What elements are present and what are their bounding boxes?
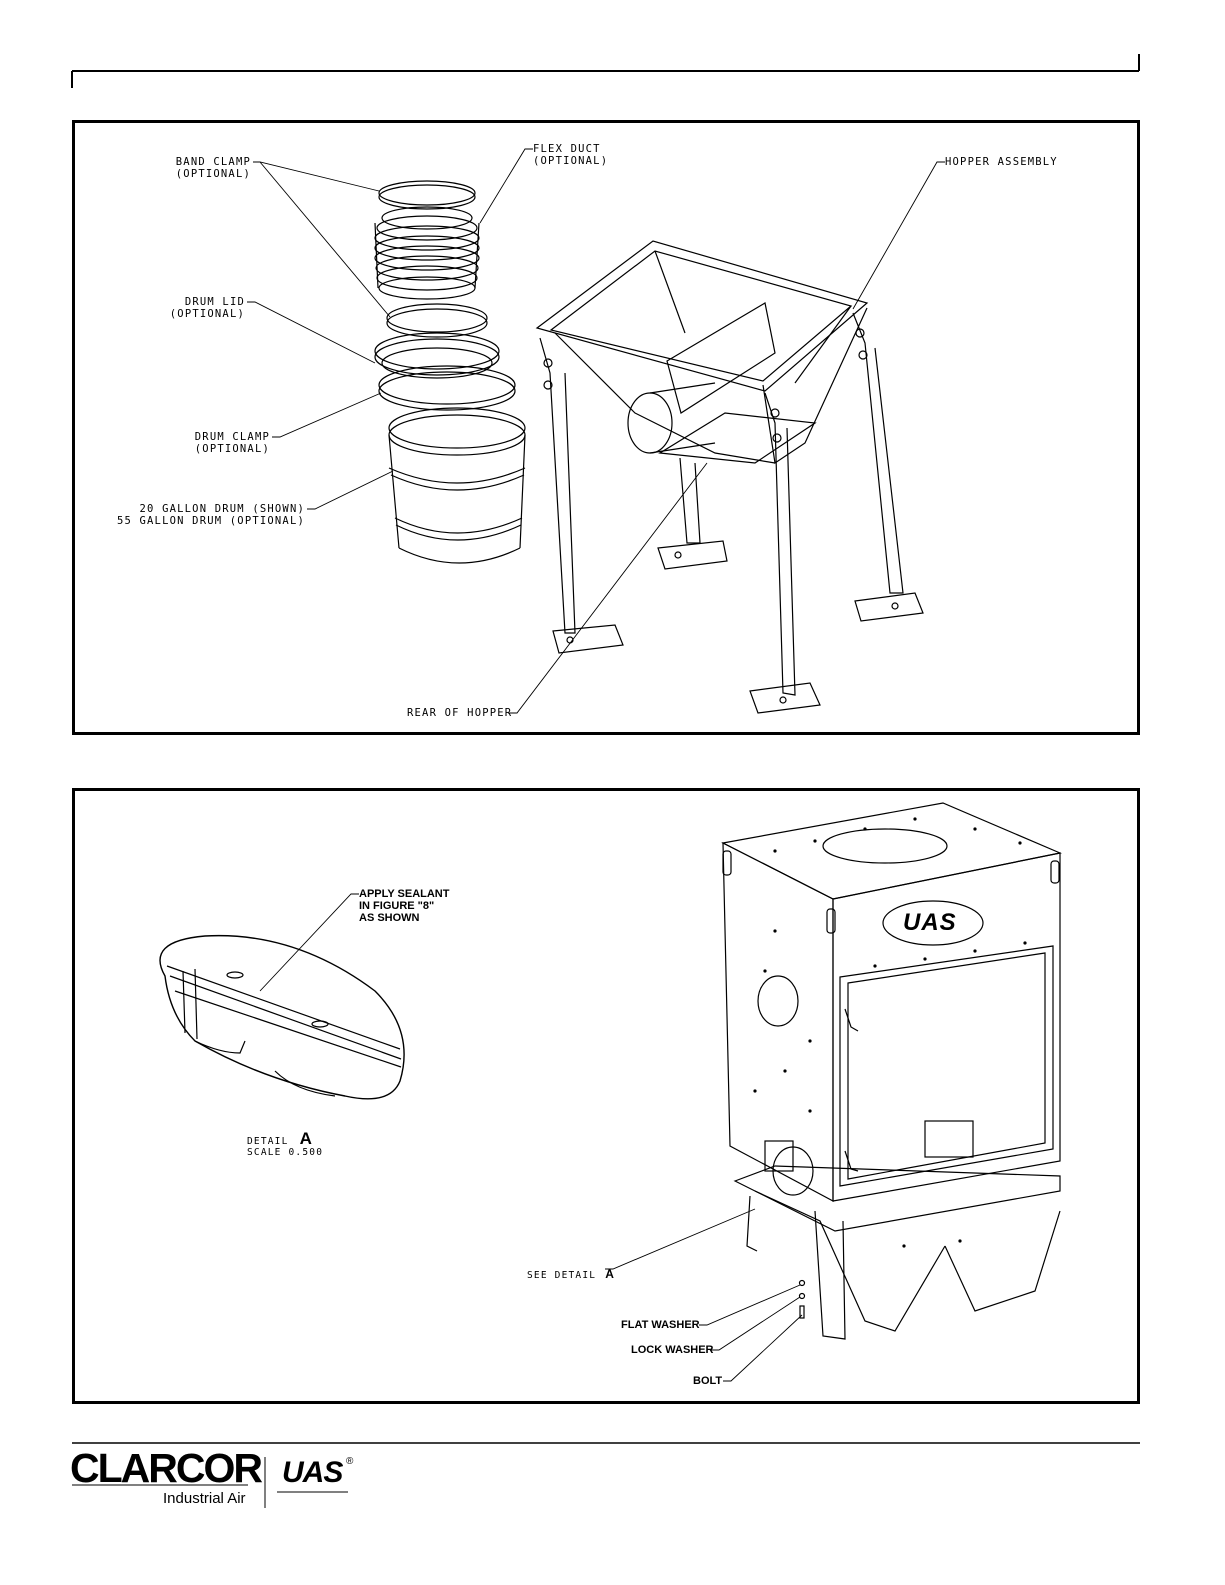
- band-clamp-top-drawing: [379, 181, 475, 209]
- figure-2-drawing: [75, 791, 1143, 1407]
- detail-word: DETAIL: [247, 1136, 289, 1147]
- drum-lid-label: DRUM LID (OPTIONAL): [155, 296, 245, 320]
- flex-duct-drawing: [375, 207, 479, 299]
- hopper-assembly-label: HOPPER ASSEMBLY: [945, 156, 1058, 168]
- collector-cabinet-drawing: [723, 803, 1060, 1339]
- drum-clamp-label: DRUM CLAMP (OPTIONAL): [175, 431, 270, 455]
- drum-clamp-drawing: [379, 366, 515, 410]
- hopper-drawing: [537, 241, 923, 713]
- bolt-label: BOLT: [693, 1375, 722, 1387]
- uas-registered-mark: ®: [346, 1456, 353, 1467]
- figure-2-leaders: [260, 894, 802, 1381]
- see-detail-text: SEE DETAIL: [527, 1270, 596, 1281]
- drum-drawing: [389, 408, 525, 563]
- detail-a-drawing: [160, 936, 404, 1099]
- apply-sealant-label: APPLY SEALANT IN FIGURE "8" AS SHOWN: [359, 888, 449, 924]
- drum-lid-drawing: [375, 333, 499, 378]
- lock-washer-label: LOCK WASHER: [631, 1344, 714, 1356]
- rivet-dots: [753, 817, 1026, 1247]
- clarcor-logo: CLARCOR: [70, 1446, 261, 1490]
- detail-letter: A: [300, 1129, 312, 1148]
- see-detail-letter: A: [605, 1267, 614, 1281]
- cabinet-logo-text: UAS: [903, 909, 957, 937]
- figure-1-panel: BAND CLAMP (OPTIONAL) FLEX DUCT (OPTIONA…: [72, 120, 1140, 735]
- figure-1-leaders: [247, 149, 945, 713]
- drum-label: 20 GALLON DRUM (SHOWN) 55 GALLON DRUM (O…: [115, 503, 305, 527]
- uas-logo: UAS: [282, 1457, 342, 1489]
- see-detail-label: SEE DETAIL A: [527, 1263, 614, 1282]
- header-rule-graphic: [0, 0, 1225, 100]
- flex-duct-label: FLEX DUCT (OPTIONAL): [533, 143, 608, 167]
- band-clamp-lower-drawing: [387, 304, 487, 337]
- figure-2-panel: APPLY SEALANT IN FIGURE "8" AS SHOWN DET…: [72, 788, 1140, 1404]
- clarcor-subtitle: Industrial Air: [163, 1491, 246, 1507]
- flat-washer-label: FLAT WASHER: [621, 1319, 700, 1331]
- rear-of-hopper-label: REAR OF HOPPER: [407, 707, 512, 719]
- detail-scale: SCALE 0.500: [247, 1147, 323, 1159]
- band-clamp-label: BAND CLAMP (OPTIONAL): [161, 156, 251, 180]
- detail-a-caption: DETAIL A SCALE 0.500: [247, 1129, 323, 1159]
